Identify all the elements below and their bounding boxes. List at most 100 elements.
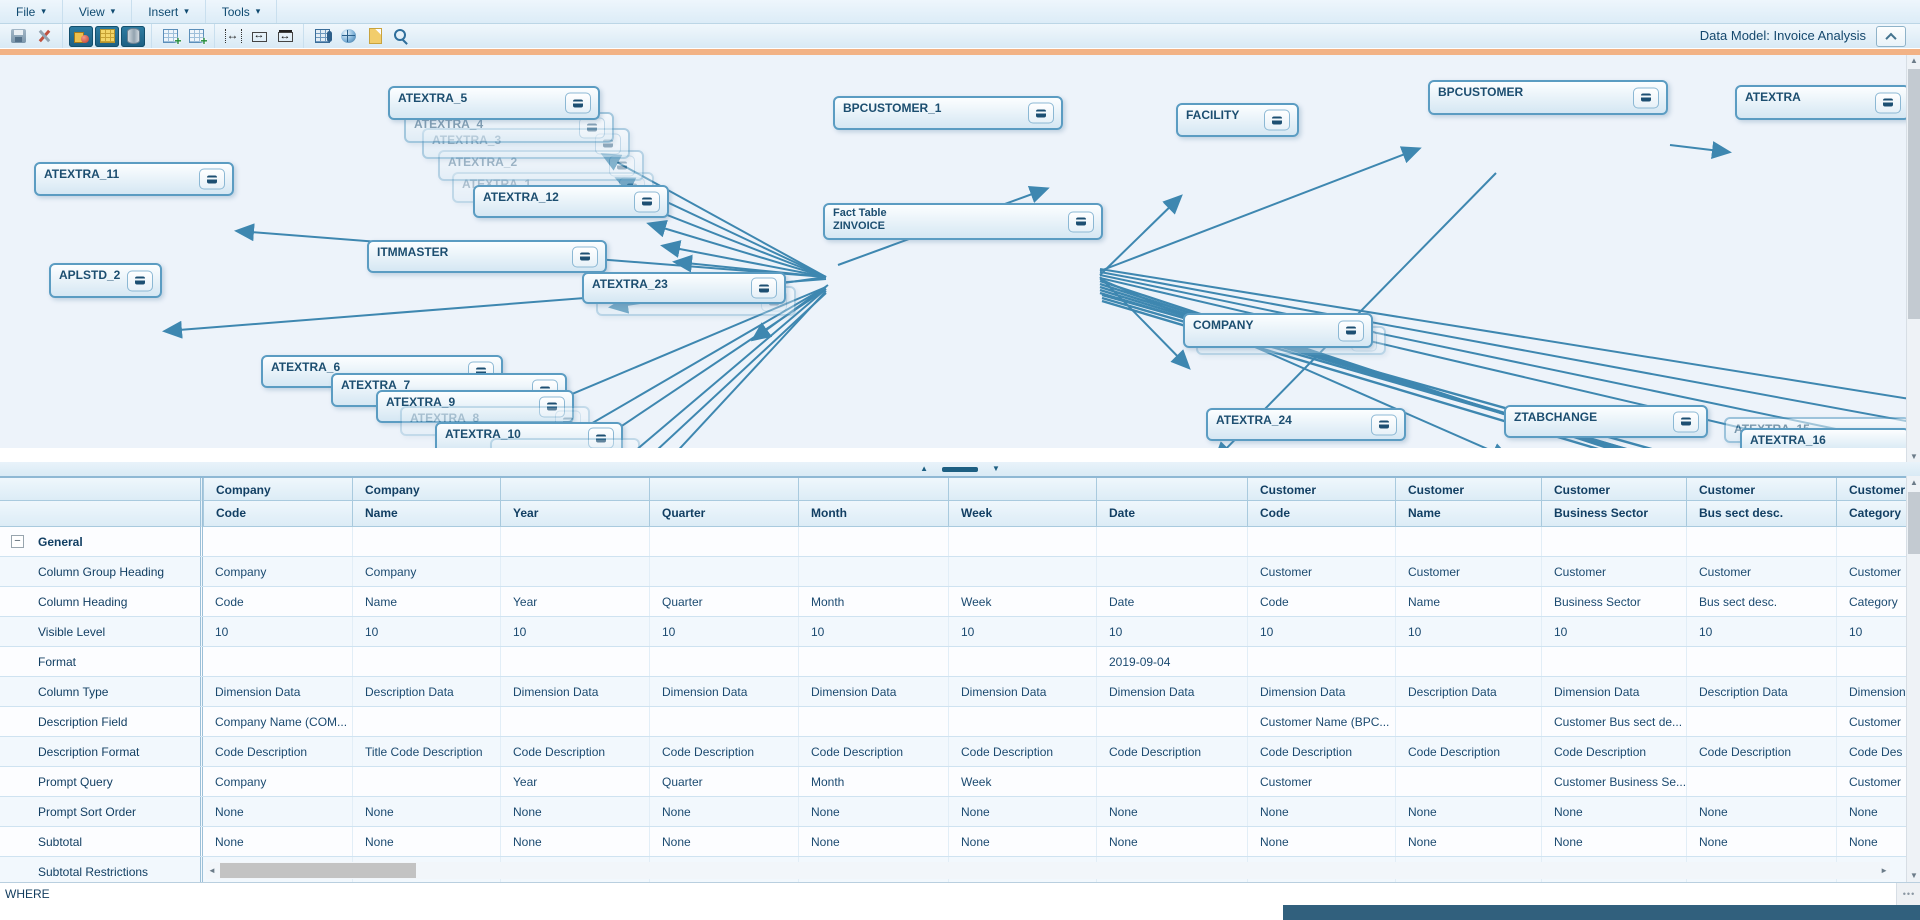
node-atextra-16[interactable]: ATEXTRA_16 (1740, 428, 1910, 448)
property-value-cell[interactable]: 10 (500, 617, 649, 646)
property-value-cell[interactable]: Year (500, 587, 649, 616)
node-atextra-5[interactable]: ATEXTRA_5 (388, 86, 600, 120)
node-atextra-24[interactable]: ATEXTRA_24 (1206, 408, 1406, 441)
property-value-cell[interactable]: None (1395, 797, 1541, 826)
property-value-cell[interactable]: Dimension Data (1836, 677, 1906, 706)
property-value-cell[interactable]: Dimension Data (215, 685, 301, 699)
property-value-cell[interactable]: Code Description (798, 737, 948, 766)
property-value-cell[interactable]: Month (798, 767, 948, 796)
column-header[interactable]: Week (948, 501, 1096, 527)
scrollbar-thumb[interactable] (1908, 69, 1920, 319)
scroll-down-icon[interactable]: ▼ (1910, 871, 1918, 880)
property-value-cell[interactable]: Title Code Description (352, 737, 500, 766)
notes-page-button[interactable] (362, 26, 386, 47)
property-value-cell[interactable]: Dimension Data (500, 677, 649, 706)
column-header[interactable]: Month (798, 501, 948, 527)
property-value-cell[interactable] (1686, 707, 1836, 736)
column-header[interactable]: Name (352, 501, 500, 527)
property-value-cell[interactable]: Dimension Data (1096, 677, 1247, 706)
property-value-cell[interactable]: Dimension Data (649, 677, 798, 706)
property-value-cell[interactable]: None (215, 835, 244, 849)
property-value-cell[interactable]: None (1096, 797, 1247, 826)
property-value-cell[interactable]: Year (500, 767, 649, 796)
property-value-cell[interactable]: Name (352, 587, 500, 616)
node-company[interactable]: COMPANY (1183, 313, 1373, 348)
diagram-vertical-scrollbar[interactable]: ▲ ▼ (1906, 55, 1920, 462)
property-value-cell[interactable]: Code Description (1541, 737, 1686, 766)
node-expand-button[interactable] (1633, 87, 1659, 108)
node-expand-button[interactable] (1673, 411, 1699, 432)
tools-settings-button[interactable] (32, 26, 56, 47)
scroll-down-icon[interactable]: ▼ (1910, 452, 1918, 461)
property-value-cell[interactable]: Customer (1247, 767, 1395, 796)
property-value-cell[interactable]: Category (1836, 587, 1906, 616)
column-header[interactable]: Quarter (649, 501, 798, 527)
scrollbar-thumb[interactable] (1908, 492, 1920, 554)
column-header[interactable]: Category (1836, 501, 1906, 527)
property-value-cell[interactable]: Week (948, 587, 1096, 616)
web-view-button[interactable] (336, 26, 360, 47)
add-join-table-button[interactable] (184, 26, 208, 48)
node-expand-button[interactable] (609, 155, 635, 176)
menu-tools[interactable]: Tools▾ (206, 0, 278, 23)
scroll-up-icon[interactable]: ▲ (1910, 478, 1918, 487)
column-header[interactable]: Bus sect desc. (1686, 501, 1836, 527)
property-value-cell[interactable] (948, 707, 1096, 736)
property-value-cell[interactable]: Bus sect desc. (1686, 587, 1836, 616)
property-value-cell[interactable] (500, 707, 649, 736)
property-value-cell[interactable]: Dimension Data (1247, 677, 1395, 706)
scroll-left-icon[interactable]: ◄ (208, 866, 216, 875)
property-value-cell[interactable]: Code (215, 595, 244, 609)
property-value-cell[interactable] (203, 647, 352, 676)
node-expand-button[interactable] (579, 117, 605, 138)
database-table-button[interactable] (310, 26, 334, 47)
node-bpcustomer-1[interactable]: BPCUSTOMER_1 (833, 96, 1063, 130)
menu-file[interactable]: File▾ (0, 0, 63, 23)
property-value-cell[interactable]: None (948, 827, 1096, 856)
column-header[interactable]: Code (203, 501, 352, 527)
property-value-cell[interactable]: Customer (1686, 557, 1836, 586)
property-value-cell[interactable]: Customer Bus sect de... (1541, 707, 1686, 736)
column-header[interactable]: Business Sector (1541, 501, 1686, 527)
node-atextra[interactable]: ATEXTRA (1735, 85, 1910, 120)
property-value-cell[interactable]: Date (1096, 587, 1247, 616)
fit-selection-button[interactable] (273, 26, 297, 47)
property-value-cell[interactable]: Code Description (1096, 737, 1247, 766)
property-value-cell[interactable] (1096, 767, 1247, 796)
property-value-cell[interactable]: None (352, 827, 500, 856)
add-table-button[interactable] (158, 26, 182, 48)
property-value-cell[interactable]: None (798, 827, 948, 856)
node-aplstd-2[interactable]: APLSTD_2 (49, 263, 162, 298)
property-value-cell[interactable]: None (1836, 827, 1906, 856)
grid-vertical-scrollbar[interactable]: ▲ ▼ (1906, 476, 1920, 882)
property-value-cell[interactable]: Customer (1836, 707, 1906, 736)
property-value-cell[interactable]: None (798, 797, 948, 826)
property-value-cell[interactable]: 10 (352, 617, 500, 646)
property-value-cell[interactable]: Company (215, 775, 267, 789)
property-value-cell[interactable] (352, 647, 500, 676)
property-value-cell[interactable]: 10 (1541, 617, 1686, 646)
column-header[interactable] (0, 501, 203, 527)
node-atextra-12[interactable]: ATEXTRA_12 (473, 185, 669, 218)
property-value-cell[interactable]: Description Data (1395, 677, 1541, 706)
zoom-search-button[interactable] (388, 26, 412, 47)
property-value-cell[interactable]: None (1686, 797, 1836, 826)
menu-view[interactable]: View▾ (63, 0, 133, 23)
property-value-cell[interactable] (1096, 707, 1247, 736)
property-value-cell[interactable]: None (500, 827, 649, 856)
node-atextra-10-ghost[interactable] (490, 438, 640, 448)
property-value-cell[interactable] (203, 527, 352, 556)
property-value-cell[interactable] (1096, 527, 1247, 556)
property-value-cell[interactable]: None (500, 797, 649, 826)
property-value-cell[interactable]: 10 (948, 617, 1096, 646)
column-header[interactable]: Year (500, 501, 649, 527)
property-value-cell[interactable] (1395, 647, 1541, 676)
node-atextra-11[interactable]: ATEXTRA_11 (34, 162, 234, 196)
property-value-cell[interactable]: Dimension Data (798, 677, 948, 706)
property-value-cell[interactable]: Code Description (500, 737, 649, 766)
column-header[interactable]: Code (1247, 501, 1395, 527)
property-value-cell[interactable] (352, 767, 500, 796)
property-value-cell[interactable] (649, 557, 798, 586)
property-value-cell[interactable] (1541, 527, 1686, 556)
